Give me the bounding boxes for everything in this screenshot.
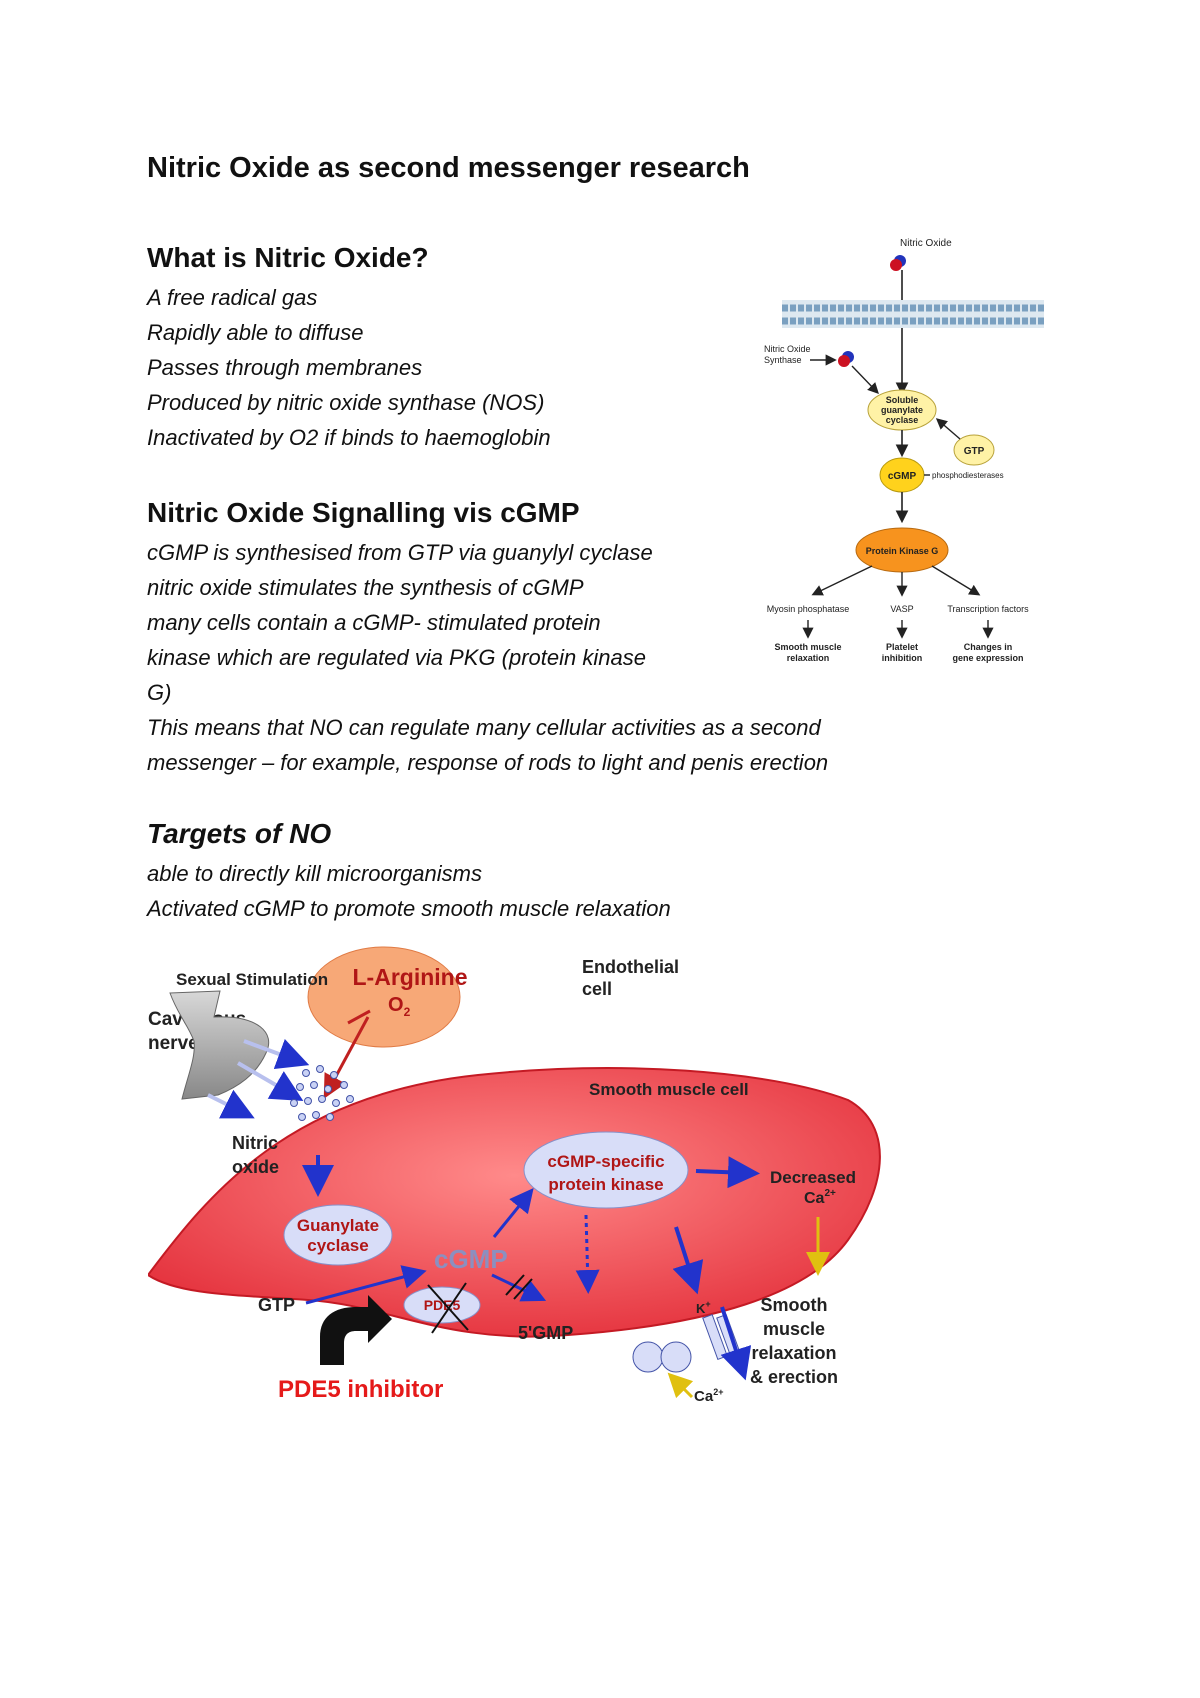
body-line: cGMP is synthesised from GTP via guanyly…	[147, 540, 653, 565]
arrow	[347, 1009, 371, 1025]
label-smooth-muscle-relaxation: Smooth	[761, 1295, 828, 1315]
label-cgmp: cGMP	[434, 1244, 508, 1274]
block-cross	[431, 1282, 467, 1334]
node-label: GTP	[964, 446, 985, 457]
body-line: able to directly kill microorganisms	[147, 861, 482, 886]
nitric-oxide-particles	[290, 1065, 354, 1121]
label-pde5-inhibitor: PDE5 inhibitor	[278, 1376, 443, 1403]
target-label: Transcription factors	[947, 604, 1029, 614]
cell-membrane	[782, 300, 1044, 328]
body-line: G)	[147, 680, 172, 705]
section2-body: cGMP is synthesised from GTP via guanyly…	[147, 535, 828, 780]
section3-body: able to directly kill microorganisms Act…	[147, 856, 671, 926]
arrow	[243, 1039, 310, 1070]
label-5gmp: 5'GMP	[518, 1323, 573, 1343]
body-line: Produced by nitric oxide synthase (NOS)	[147, 390, 545, 415]
block-mark	[513, 1278, 533, 1300]
arrow	[931, 565, 981, 596]
pde5-node	[403, 1286, 481, 1324]
label-endothelial: Endothelial	[582, 957, 679, 977]
no-molecule-icon	[838, 351, 854, 367]
page-title: Nitric Oxide as second messenger researc…	[147, 152, 750, 184]
body-line: kinase which are regulated via PKG (prot…	[147, 645, 646, 670]
arrow	[935, 418, 961, 440]
gtp-node	[953, 434, 995, 466]
arrow	[695, 1156, 760, 1189]
arrow	[720, 1306, 752, 1381]
outcome-label: gene expression	[952, 653, 1023, 663]
label-ca2: Ca2+	[694, 1387, 723, 1405]
body-line: Inactivated by O2 if binds to haemoglobi…	[147, 425, 551, 450]
label-sexual-stimulation: Sexual Stimulation	[176, 970, 328, 989]
calcium-channel-icon	[632, 1341, 664, 1373]
label-decreased-ca: Decreased	[770, 1168, 856, 1187]
node-label: cyclase	[886, 415, 919, 425]
label-phosphodiesterases: phosphodiesterases	[932, 471, 1004, 480]
node-label: guanylate	[881, 405, 923, 415]
body-line: A free radical gas	[147, 285, 318, 310]
label-gtp: GTP	[258, 1295, 295, 1315]
target-label: VASP	[890, 604, 913, 614]
no-molecule-icon	[890, 255, 906, 271]
node-label: Guanylate	[297, 1216, 379, 1235]
body-line: many cells contain a cGMP- stimulated pr…	[147, 610, 601, 635]
arrow	[672, 1226, 704, 1295]
outcome-label: Smooth muscle	[774, 642, 841, 652]
section-heading-targets: Targets of NO	[147, 818, 332, 849]
target-label: Myosin phosphatase	[767, 604, 850, 614]
node-label: Protein Kinase G	[866, 546, 939, 556]
endothelial-cell-shape	[307, 946, 461, 1048]
label-cavernous-nerve: nerve	[148, 1033, 199, 1054]
node-label: Soluble	[886, 395, 919, 405]
cgmp-specific-protein-kinase-node	[523, 1131, 689, 1209]
outcome-label: Changes in	[964, 642, 1013, 652]
body-line: Passes through membranes	[147, 355, 423, 380]
arrow	[851, 365, 879, 395]
node-label: cGMP-specific	[547, 1152, 664, 1171]
node-label: cGMP	[888, 471, 917, 482]
label-smooth-muscle-relaxation: relaxation	[751, 1343, 836, 1363]
body-line: This means that NO can regulate many cel…	[147, 715, 821, 740]
node-label: protein kinase	[548, 1175, 663, 1194]
label-nos: Synthase	[764, 355, 802, 365]
arrow	[207, 1089, 255, 1119]
section-heading-signalling: Nitric Oxide Signalling vis cGMP	[147, 497, 580, 528]
label-decreased-ca: Ca2+	[804, 1188, 836, 1207]
label-l-arginine: L-Arginine	[353, 964, 468, 990]
node-label: cyclase	[307, 1236, 368, 1255]
guanylate-cyclase-node	[283, 1204, 393, 1266]
arrow	[236, 1061, 304, 1102]
arrow	[667, 1372, 694, 1399]
outcome-label: inhibition	[882, 653, 923, 663]
arrow	[575, 1214, 600, 1294]
label-smooth-muscle-relaxation: muscle	[763, 1319, 825, 1339]
label-k-plus: K+	[696, 1299, 711, 1316]
block-cross	[427, 1284, 469, 1331]
inhibitor-arrow-icon	[320, 1295, 392, 1365]
section1-body: A free radical gas Rapidly able to diffu…	[147, 280, 551, 455]
no-cgmp-pathway-diagram: Nitric Oxide Nitric Oxide Synthase Solub…	[764, 238, 1044, 663]
label-smooth-muscle-cell: Smooth muscle cell	[589, 1080, 749, 1099]
arrow	[492, 1188, 534, 1238]
outcome-label: relaxation	[787, 653, 830, 663]
arrow	[811, 565, 873, 596]
body-line: nitric oxide stimulates the synthesis of…	[147, 575, 584, 600]
label-nitric-oxide: Nitric Oxide	[900, 238, 952, 249]
pde5-erection-diagram: L-Arginine O2 Endothelial cell Sexual St…	[148, 946, 881, 1405]
outcome-label: Platelet	[886, 642, 918, 652]
node-label: PDE5	[424, 1297, 461, 1313]
label-endothelial: cell	[582, 979, 612, 999]
block-mark	[505, 1274, 525, 1296]
label-nitric-oxide: oxide	[232, 1157, 279, 1177]
label-smooth-muscle-relaxation: & erection	[750, 1367, 838, 1387]
label-o2: O2	[388, 994, 411, 1019]
body-line: Rapidly able to diffuse	[147, 320, 364, 345]
body-line: Activated cGMP to promote smooth muscle …	[147, 896, 671, 921]
label-nitric-oxide: Nitric	[232, 1133, 278, 1153]
label-nos: Nitric Oxide	[764, 344, 811, 354]
body-line: messenger – for example, response of rod…	[147, 750, 829, 775]
section-heading-what-is-no: What is Nitric Oxide?	[147, 242, 429, 273]
calcium-channel-icon	[660, 1341, 692, 1373]
arrow	[305, 1265, 427, 1305]
